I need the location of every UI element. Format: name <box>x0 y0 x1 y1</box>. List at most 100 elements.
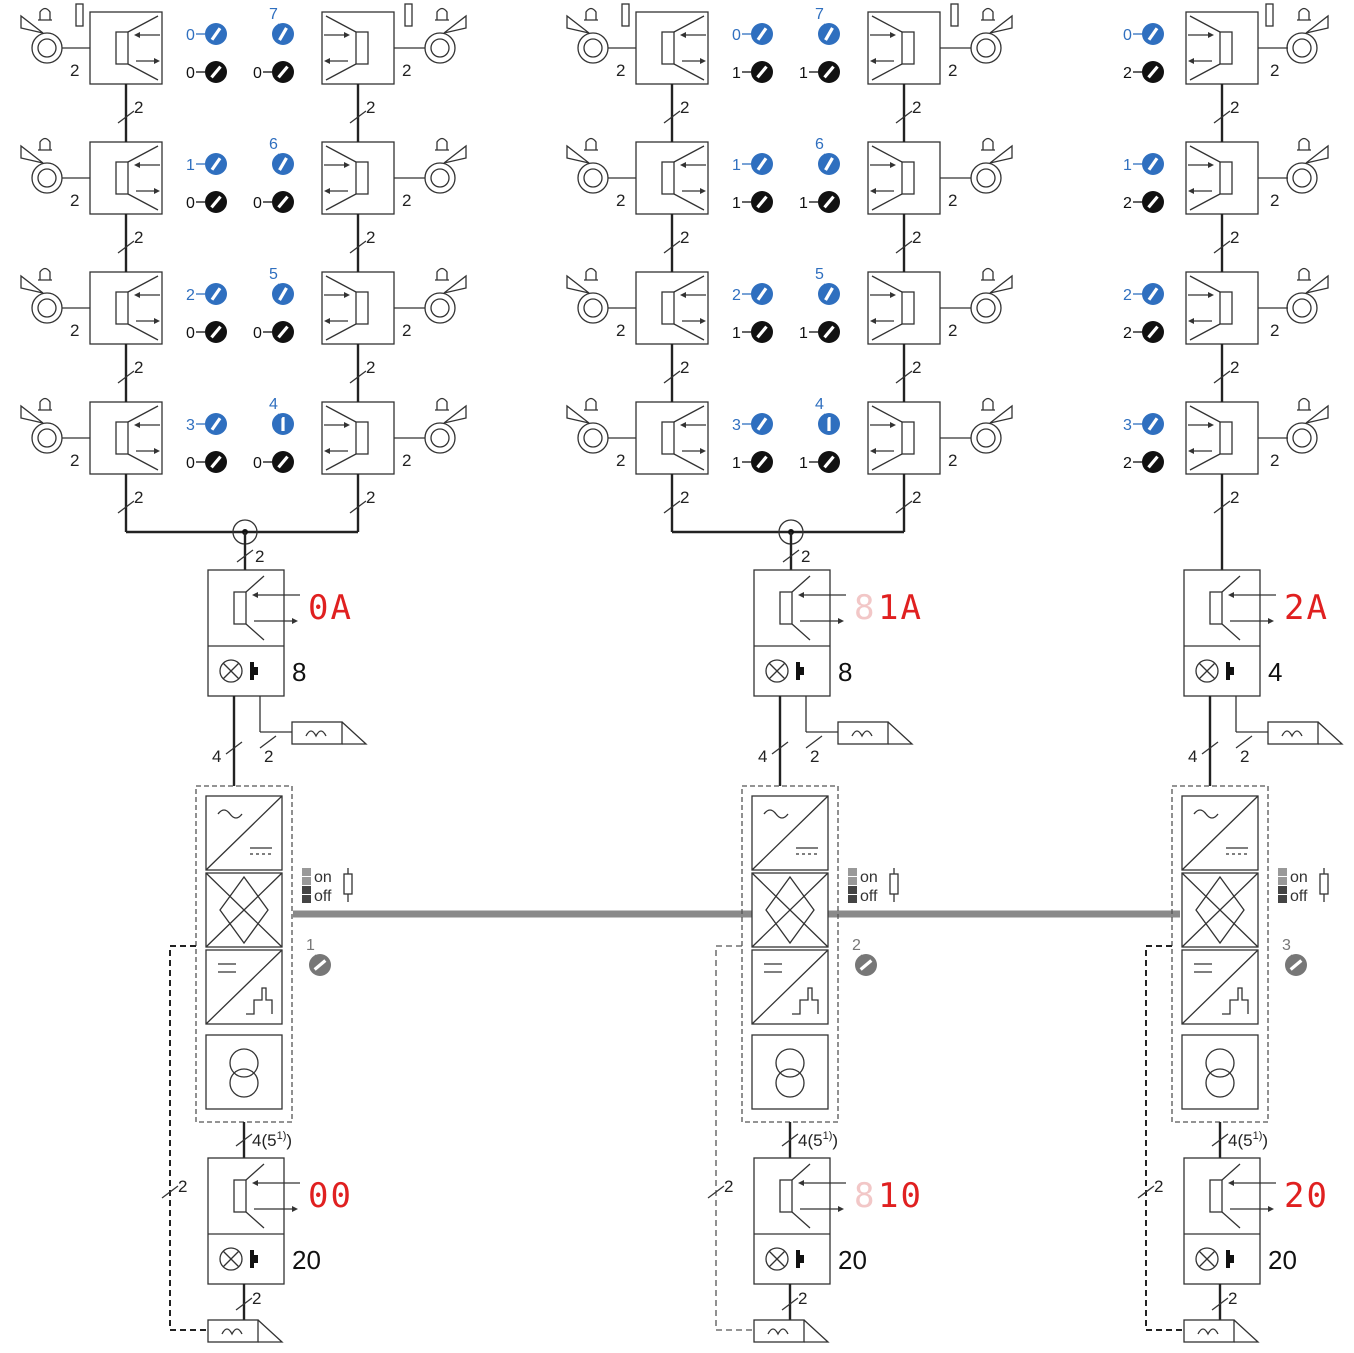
ac-symbol <box>217 809 243 819</box>
dial-digit: 0 <box>253 195 262 212</box>
button-icon <box>1226 1250 1230 1268</box>
core-count: 2 <box>948 191 957 210</box>
dial-digit: 1 <box>799 65 808 82</box>
lamp-cross <box>768 662 786 680</box>
station-frame <box>1185 141 1259 215</box>
dial-lead <box>823 23 829 29</box>
out-arrowhead <box>324 188 330 194</box>
flag-icon <box>989 14 1013 34</box>
call-point-inner-ring <box>976 428 996 448</box>
horn-mouth <box>1233 1319 1260 1343</box>
call-point-outer-ring <box>424 292 456 324</box>
core-count: 2 <box>402 61 411 80</box>
station-count: 8 <box>292 657 306 687</box>
core-count: 2 <box>402 321 411 340</box>
core-count-slash <box>117 110 135 124</box>
core-count: 2 <box>912 98 921 117</box>
call-point <box>20 7 63 64</box>
core-count: 2 <box>912 358 921 377</box>
resistor-icon <box>889 873 899 895</box>
address-dial-blue: 4 <box>815 396 840 435</box>
core-count-slash <box>781 1297 799 1311</box>
dial-pointer <box>756 455 768 469</box>
core-count-slash <box>235 1133 253 1147</box>
call-point <box>566 137 609 194</box>
speaker-cone <box>673 405 705 471</box>
core-count: 2 <box>70 191 79 210</box>
core-count-slash <box>895 370 913 384</box>
lamp-cross <box>222 662 240 680</box>
station-frame <box>867 271 941 345</box>
address-dial-blue: 3 <box>186 413 227 435</box>
speaker-body <box>355 291 369 325</box>
station-box <box>635 141 709 215</box>
horn-speaker <box>753 1319 830 1343</box>
address-dial-black: 0 <box>186 451 227 473</box>
call-point-outer-ring <box>577 292 609 324</box>
dial-digit: 3 <box>732 417 741 434</box>
speaker-body <box>233 1179 247 1213</box>
transformer-coil <box>229 1068 259 1098</box>
dial-digit: 0 <box>186 27 195 44</box>
call-point-inner-ring <box>976 168 996 188</box>
dial-pointer <box>210 27 222 41</box>
supply-close: ) <box>832 1131 838 1150</box>
call-point <box>1286 397 1329 454</box>
core-count: 2 <box>1228 1289 1237 1308</box>
dial-digit: 2 <box>1123 455 1132 472</box>
dial-pointer <box>210 417 222 431</box>
flag-icon <box>20 404 44 424</box>
core-count: 2 <box>134 98 143 117</box>
call-point-inner-ring <box>1292 428 1312 448</box>
dial-pointer <box>210 287 222 301</box>
station-box <box>635 271 709 345</box>
in-arrowhead <box>1208 162 1214 168</box>
address-dial-blue: 4 <box>269 396 294 435</box>
address-dial-black: 0 <box>186 191 227 213</box>
upper-unit: 2A4 <box>1183 569 1327 697</box>
speaker-cone <box>127 145 159 211</box>
address-dial-blue: 0 <box>732 23 773 45</box>
dial-pointer <box>824 287 834 301</box>
pulse-symbol <box>246 987 273 1015</box>
station-frame <box>89 271 163 345</box>
bell-icon <box>1297 267 1311 281</box>
call-point <box>970 7 1013 64</box>
address-dial-blue: 2 <box>1123 283 1164 305</box>
call-point-inner-ring <box>583 428 603 448</box>
dial-lead <box>314 954 320 960</box>
switch-segment <box>1278 895 1287 903</box>
dial-digit: 2 <box>1123 325 1132 342</box>
module-diagonal <box>1181 949 1259 1025</box>
speaker-cone <box>871 145 903 211</box>
bell-icon <box>38 137 52 151</box>
lamp-icon <box>765 1247 789 1271</box>
out-arrowhead <box>324 318 330 324</box>
core-count: 2 <box>810 747 819 766</box>
transformer-coil <box>775 1068 805 1098</box>
lamp-icon <box>765 659 789 683</box>
call-point-outer-ring <box>970 32 1002 64</box>
dial-pointer <box>1147 65 1159 79</box>
unit-frame <box>753 569 831 697</box>
core-count: 2 <box>912 488 921 507</box>
core-count: 2 <box>255 547 264 566</box>
call-point <box>20 397 63 454</box>
dial-digit: 2 <box>186 287 195 304</box>
dial-digit: 1 <box>732 195 741 212</box>
flag-icon <box>566 404 590 424</box>
dial-pointer <box>859 959 873 971</box>
flag-icon <box>566 274 590 294</box>
address-dial-blue: 0 <box>1123 23 1164 45</box>
call-point <box>1286 267 1329 324</box>
speaker-cone <box>1189 145 1221 211</box>
switch-segment <box>848 868 857 876</box>
out-arrowhead <box>1188 188 1194 194</box>
resistor-icon <box>404 3 413 27</box>
address-dial-black: 1 <box>732 321 773 343</box>
core-count: 2 <box>1230 358 1239 377</box>
